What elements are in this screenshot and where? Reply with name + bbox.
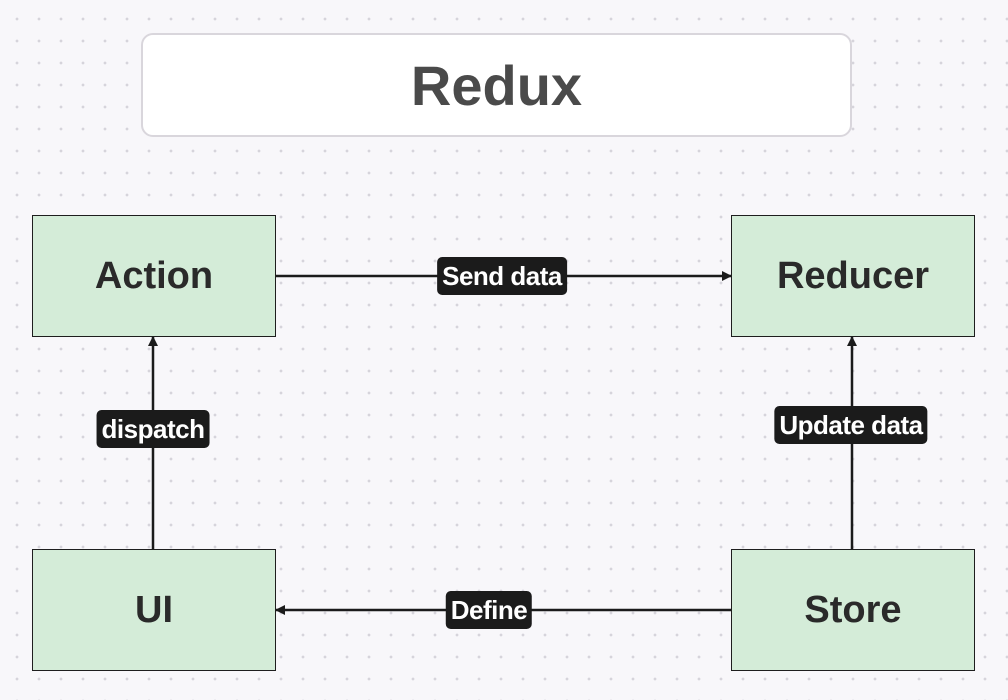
node-reducer: Reducer — [731, 215, 975, 337]
node-action: Action — [32, 215, 276, 337]
title-box: Redux — [141, 33, 852, 137]
node-store-label: Store — [804, 588, 902, 631]
node-action-label: Action — [94, 254, 214, 297]
edge-label-define: Define — [445, 591, 533, 629]
edge-label-send-data: Send data — [437, 257, 567, 295]
node-store: Store — [731, 549, 975, 671]
edge-label-dispatch: dispatch — [96, 410, 210, 448]
node-reducer-label: Reducer — [776, 254, 930, 297]
edge-label-update-data: Update data — [774, 406, 928, 444]
node-ui: UI — [32, 549, 276, 671]
diagram-title: Redux — [410, 53, 583, 117]
node-ui-label: UI — [135, 588, 173, 631]
